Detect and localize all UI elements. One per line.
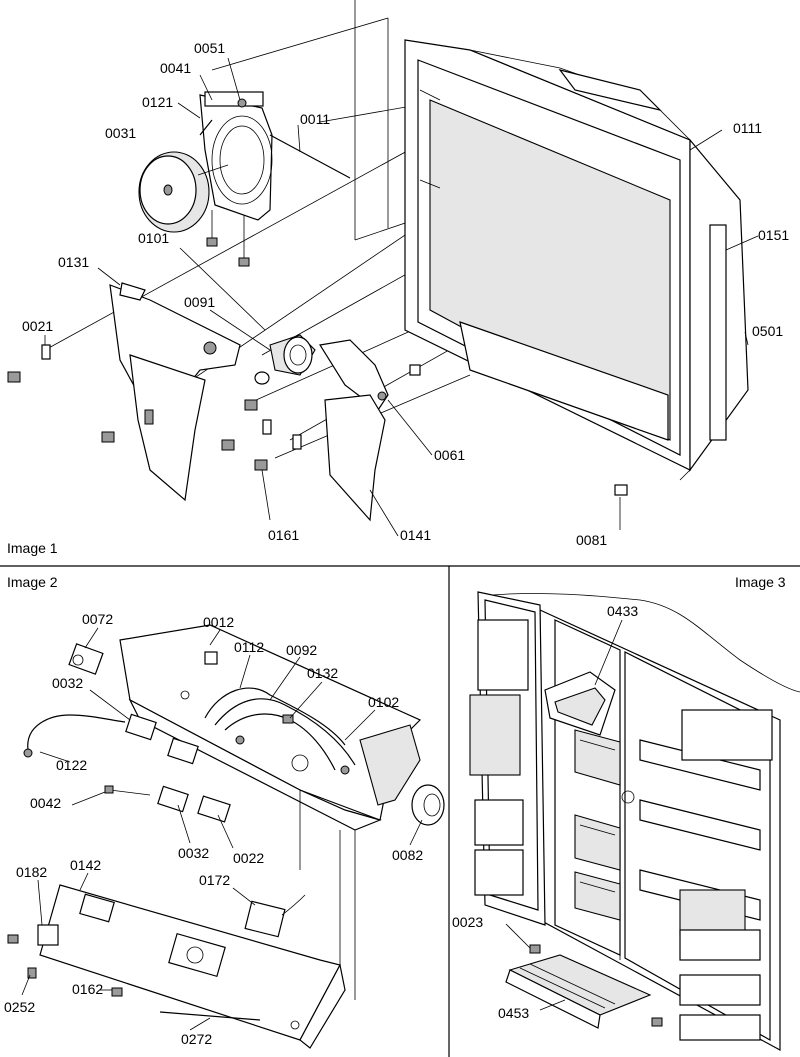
part-label: 0111 bbox=[733, 120, 762, 136]
motor bbox=[254, 334, 316, 385]
projection-lines-image-2 bbox=[299, 790, 356, 1000]
part-label: 0042 bbox=[30, 795, 61, 811]
fan-shroud bbox=[199, 91, 273, 221]
part-label: 0172 bbox=[199, 872, 230, 888]
left-door bbox=[469, 591, 546, 926]
screws-image-3 bbox=[529, 944, 663, 1027]
part-label: 0032 bbox=[178, 845, 209, 861]
part-labels-image-1: 0051 0041 0121 0011 0031 0111 0101 0151 … bbox=[22, 40, 789, 548]
leader-lines-image-2 bbox=[21, 627, 423, 1031]
part-label: 0131 bbox=[58, 254, 89, 270]
part-label: 0023 bbox=[452, 914, 483, 930]
component-0072 bbox=[68, 643, 104, 675]
part-label: 0081 bbox=[576, 532, 607, 548]
part-label: 0102 bbox=[368, 694, 399, 710]
leader-lines-image-1 bbox=[44, 57, 759, 537]
cover-left bbox=[109, 282, 241, 502]
part-label: 0252 bbox=[4, 999, 35, 1015]
part-label: 0272 bbox=[181, 1031, 212, 1047]
small-parts bbox=[7, 344, 628, 496]
liner-frame bbox=[404, 39, 749, 481]
switches bbox=[104, 713, 231, 823]
part-label: 0151 bbox=[758, 227, 789, 243]
part-label: 0162 bbox=[72, 981, 103, 997]
part-label: 0011 bbox=[300, 111, 330, 127]
cover-right bbox=[319, 339, 389, 522]
part-label: 0072 bbox=[82, 611, 113, 627]
part-label: 0082 bbox=[392, 847, 423, 863]
screws-image-2 bbox=[7, 934, 123, 997]
part-label: 0142 bbox=[70, 857, 101, 873]
part-label: 0132 bbox=[307, 665, 338, 681]
foam-strip bbox=[709, 224, 727, 441]
part-label: 0061 bbox=[434, 447, 465, 463]
ice-bin bbox=[544, 671, 616, 736]
part-label: 0453 bbox=[498, 1005, 529, 1021]
fridge-shelves bbox=[621, 709, 773, 936]
part-label: 0041 bbox=[160, 60, 191, 76]
part-label: 0182 bbox=[16, 864, 47, 880]
shaft bbox=[269, 134, 351, 179]
part-label: 0021 bbox=[22, 318, 53, 334]
part-label: 0161 bbox=[268, 527, 299, 543]
wiring-harness bbox=[204, 687, 356, 775]
trim-strip bbox=[159, 1011, 261, 1021]
shroud-screws bbox=[206, 210, 250, 267]
part-label: 0501 bbox=[752, 323, 783, 339]
part-label: 0433 bbox=[607, 603, 638, 619]
panel-image-1: Image 1 0051 0041 0121 0011 0031 0111 01… bbox=[7, 0, 789, 556]
part-label: 0032 bbox=[52, 675, 83, 691]
part-label: 0101 bbox=[138, 230, 169, 246]
cord-end bbox=[23, 748, 33, 758]
panel-image-3: Image 3 bbox=[452, 574, 800, 1052]
part-labels-image-2: 0072 0012 0112 0092 0032 0132 0102 0122 … bbox=[4, 611, 423, 1047]
panel-title-image-3: Image 3 bbox=[735, 574, 786, 590]
power-cord bbox=[27, 714, 126, 751]
panel-title-image-2: Image 2 bbox=[7, 574, 58, 590]
part-label: 0122 bbox=[56, 757, 87, 773]
fan-blade bbox=[138, 151, 229, 233]
part-label: 0012 bbox=[203, 614, 234, 630]
part-label: 0092 bbox=[286, 642, 317, 658]
part-label: 0141 bbox=[400, 527, 431, 543]
leader-lines-image-3 bbox=[505, 619, 623, 1011]
front-panel bbox=[37, 884, 346, 1049]
part-label: 0091 bbox=[184, 294, 215, 310]
part-label: 0031 bbox=[105, 125, 136, 141]
freezer-baskets bbox=[574, 729, 621, 921]
component-0172 bbox=[244, 894, 306, 938]
panel-title-image-1: Image 1 bbox=[7, 540, 58, 556]
right-door-bins bbox=[679, 929, 761, 1041]
grille bbox=[505, 954, 652, 1029]
part-label: 0051 bbox=[194, 40, 225, 56]
part-labels-image-3: 0433 0023 0453 bbox=[452, 603, 638, 1021]
part-label: 0121 bbox=[142, 94, 173, 110]
panel-image-2: Image 2 bbox=[4, 574, 445, 1049]
knob bbox=[411, 784, 445, 826]
part-label: 0022 bbox=[233, 850, 264, 866]
part-label: 0112 bbox=[234, 639, 264, 655]
